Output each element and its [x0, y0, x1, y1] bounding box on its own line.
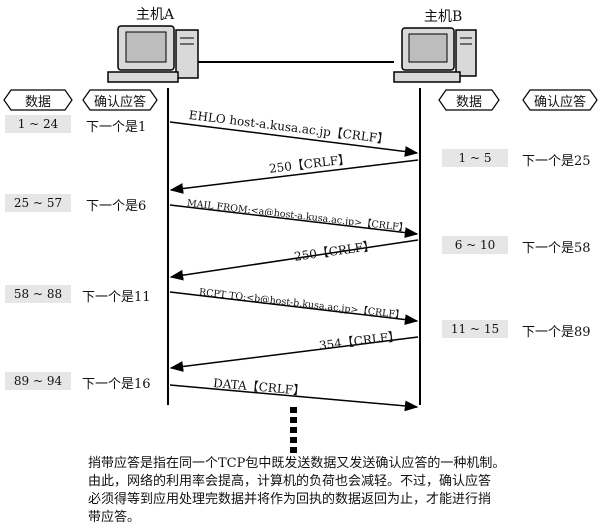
right-ack-2: 下一个是58 — [522, 241, 591, 256]
left-ack-1: 下一个是1 — [86, 120, 147, 135]
note-line-1: 捎带应答是指在同一个TCP包中既发送数据又发送确认应答的一种机制。 — [88, 456, 506, 471]
arrow-rcpt-to — [169, 291, 419, 325]
explanation-note: 捎带应答是指在同一个TCP包中既发送数据又发送确认应答的一种机制。 由此，网络的… — [88, 455, 558, 527]
arrow-data — [169, 384, 419, 412]
continuation-dashes — [290, 407, 297, 453]
note-line-3: 必须得等到应用处理完数据并将作为回执的数据返回为止，才能进行捎 — [88, 492, 492, 507]
right-range-1: 1 ~ 5 — [442, 149, 508, 167]
right-data-header: 数据 — [438, 89, 500, 111]
arrow-250-2 — [169, 239, 419, 281]
right-data-header-label: 数据 — [455, 94, 482, 110]
right-range-3: 11 ~ 15 — [442, 320, 508, 338]
left-data-header: 数据 — [3, 89, 73, 111]
left-ack-3: 下一个是11 — [82, 290, 151, 305]
left-ack-header: 确认应答 — [82, 89, 158, 111]
right-ack-header: 确认应答 — [522, 89, 598, 111]
left-ack-header-label: 确认应答 — [93, 94, 146, 110]
left-range-1: 1 ~ 24 — [5, 115, 71, 133]
right-range-2: 6 ~ 10 — [442, 236, 508, 254]
host-a-label: 主机A — [136, 7, 175, 23]
left-data-header-label: 数据 — [24, 94, 51, 110]
right-ack-header-label: 确认应答 — [533, 94, 586, 110]
host-a-computer-icon — [107, 25, 199, 83]
note-line-2: 由此，网络的利用率会提高，计算机的负荷也会减轻。不过，确认应答 — [88, 474, 492, 489]
arrow-ehlo — [169, 121, 419, 157]
right-ack-1: 下一个是25 — [522, 154, 591, 169]
arrow-mail-from — [169, 204, 419, 238]
left-range-4: 89 ~ 94 — [5, 372, 71, 390]
left-range-2: 25 ~ 57 — [5, 194, 71, 212]
note-line-4: 带应答。 — [88, 510, 141, 525]
right-ack-3: 下一个是89 — [522, 325, 591, 340]
left-range-3: 58 ~ 88 — [5, 285, 71, 303]
host-b-label: 主机B — [424, 9, 463, 25]
left-ack-2: 下一个是6 — [86, 199, 147, 214]
arrow-250-1 — [169, 159, 419, 194]
arrow-354 — [169, 336, 419, 372]
left-ack-4: 下一个是16 — [82, 377, 151, 392]
host-b-computer-icon — [393, 27, 477, 83]
